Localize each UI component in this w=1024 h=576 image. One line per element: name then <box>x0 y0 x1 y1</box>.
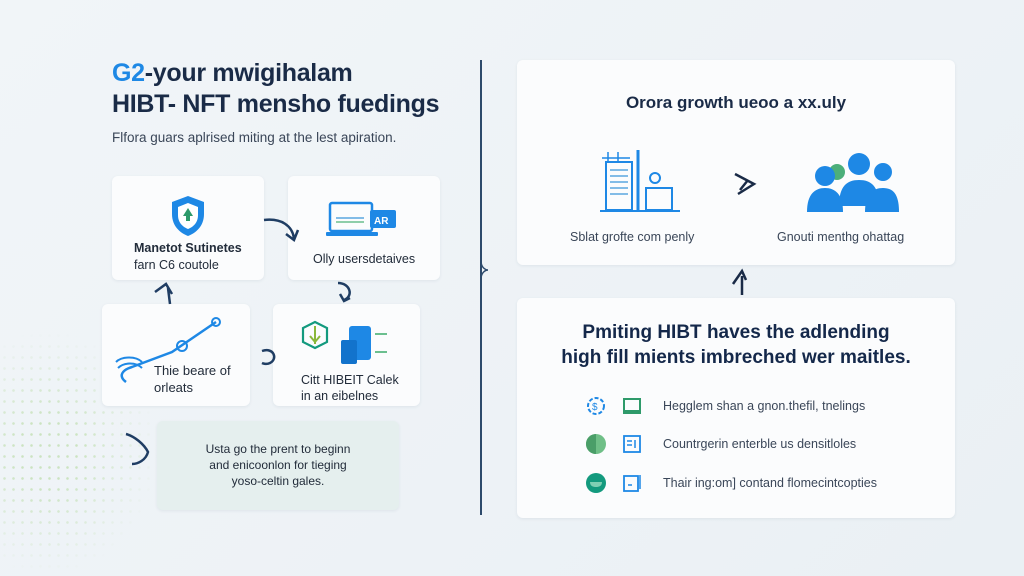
growth-right-label: Gnouti menthg ohattag <box>777 230 905 244</box>
card-title: Manetot Sutinetes <box>134 241 242 255</box>
arrow-right-icon <box>263 218 300 242</box>
flow-card-beare: Thie beare of orleats <box>102 304 250 406</box>
growth-card: Orora growth ueoo a xx.uly Sblat grofte … <box>517 60 955 265</box>
shield-icon <box>168 194 208 238</box>
chart-doc-icon <box>623 475 641 492</box>
server-hex-icon <box>301 320 395 366</box>
flow-card-users: AR Olly usersdetaives <box>288 176 440 280</box>
note-line3: yoso-celtin gales. <box>231 474 325 488</box>
note-line2: and enicoonlon for tieging <box>209 458 347 472</box>
laptop-icon: AR <box>324 200 398 240</box>
page-subtitle: Flfora guars aplrised miting at the lest… <box>112 130 397 145</box>
growth-left-label: Sblat grofte com penly <box>570 230 695 244</box>
document-icon <box>623 435 641 453</box>
card-subtitle: farn C6 coutole <box>134 258 219 272</box>
arrow-down-icon <box>337 281 351 303</box>
features-title-line1: Pmiting HIBT haves the adlending <box>582 322 890 343</box>
feature-row: Thair ing:om] contand flomecintcopties <box>585 473 877 493</box>
flow-note-card: Usta go the prent to beginn and enicoonl… <box>157 421 399 510</box>
feature-text: Countrgerin enterble us densitloles <box>663 437 857 451</box>
card-title: Thie beare of <box>154 363 231 378</box>
feature-text: Hegglem shan a gnon.thefil, tnelings <box>663 399 866 413</box>
arrow-up-icon <box>154 282 174 305</box>
arrow-curve-icon <box>125 432 150 466</box>
feature-row: Countrgerin enterble us densitloles <box>585 434 856 454</box>
arrow-up-icon <box>731 268 748 295</box>
bowl-icon <box>586 473 606 493</box>
title-accent: G2 <box>112 59 145 87</box>
note-line1: Usta go the prent to beginn <box>205 442 351 456</box>
key-chain-icon <box>112 312 222 384</box>
growth-card-title: Orora growth ueoo a xx.uly <box>625 93 847 112</box>
divider-notch <box>480 260 489 280</box>
features-title-line2: high fill mients imbreched wer maitles. <box>561 347 911 368</box>
flow-card-manage: Manetot Sutinetes farn C6 coutole <box>112 176 264 280</box>
title-line1: -your mwigihalam <box>144 59 353 87</box>
title-line2: HIBT- NFT mensho fuedings <box>112 90 440 118</box>
feature-text: Thair ing:om] contand flomecintcopties <box>663 476 877 490</box>
gear-badge-icon: $ <box>587 397 605 415</box>
card-subtitle: in an eibelnes <box>301 389 379 403</box>
group-users-icon <box>807 150 899 212</box>
arrow-left-icon <box>261 348 276 366</box>
features-card: Pmiting HIBT haves the adlending high fi… <box>517 298 955 518</box>
vertical-divider <box>480 60 482 515</box>
monitor-icon <box>623 398 641 414</box>
svg-text:AR: AR <box>374 216 389 227</box>
flow-card-hibt: Citt HIBEIT Calek in an eibelnes <box>273 304 420 406</box>
card-subtitle: orleats <box>154 380 194 395</box>
card-title: Citt HIBEIT Calek <box>301 373 399 387</box>
svg-text:$: $ <box>592 402 598 413</box>
feature-row: $ Hegglem shan a gnon.thefil, tnelings <box>585 396 865 416</box>
half-circle-icon <box>586 434 606 454</box>
page-title: G2-your mwigihalam HIBT- NFT mensho fued… <box>112 58 440 120</box>
card-title: Olly usersdetaives <box>313 252 416 266</box>
office-desk-icon <box>600 148 680 214</box>
arrow-right-icon <box>734 172 757 196</box>
